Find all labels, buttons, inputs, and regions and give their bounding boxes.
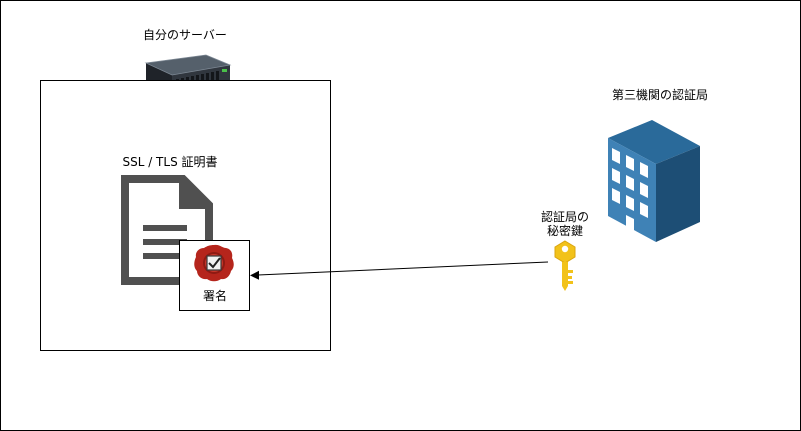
private-key-label-line1: 認証局の — [540, 210, 589, 224]
private-key-label: 認証局の 秘密鍵 — [530, 210, 600, 238]
wax-seal-icon — [194, 244, 234, 282]
private-key-label-line2: 秘密鍵 — [546, 224, 583, 238]
signature-box — [179, 240, 250, 311]
key-icon — [554, 240, 576, 291]
certificate-label: SSL / TLS 証明書 — [122, 155, 218, 169]
arrow-line — [257, 261, 549, 276]
server-label: 自分のサーバー — [143, 28, 227, 42]
building-icon — [608, 120, 700, 242]
signature-label: 署名 — [202, 289, 227, 303]
ca-label: 第三機関の認証局 — [611, 88, 708, 102]
arrow-head — [250, 270, 259, 280]
